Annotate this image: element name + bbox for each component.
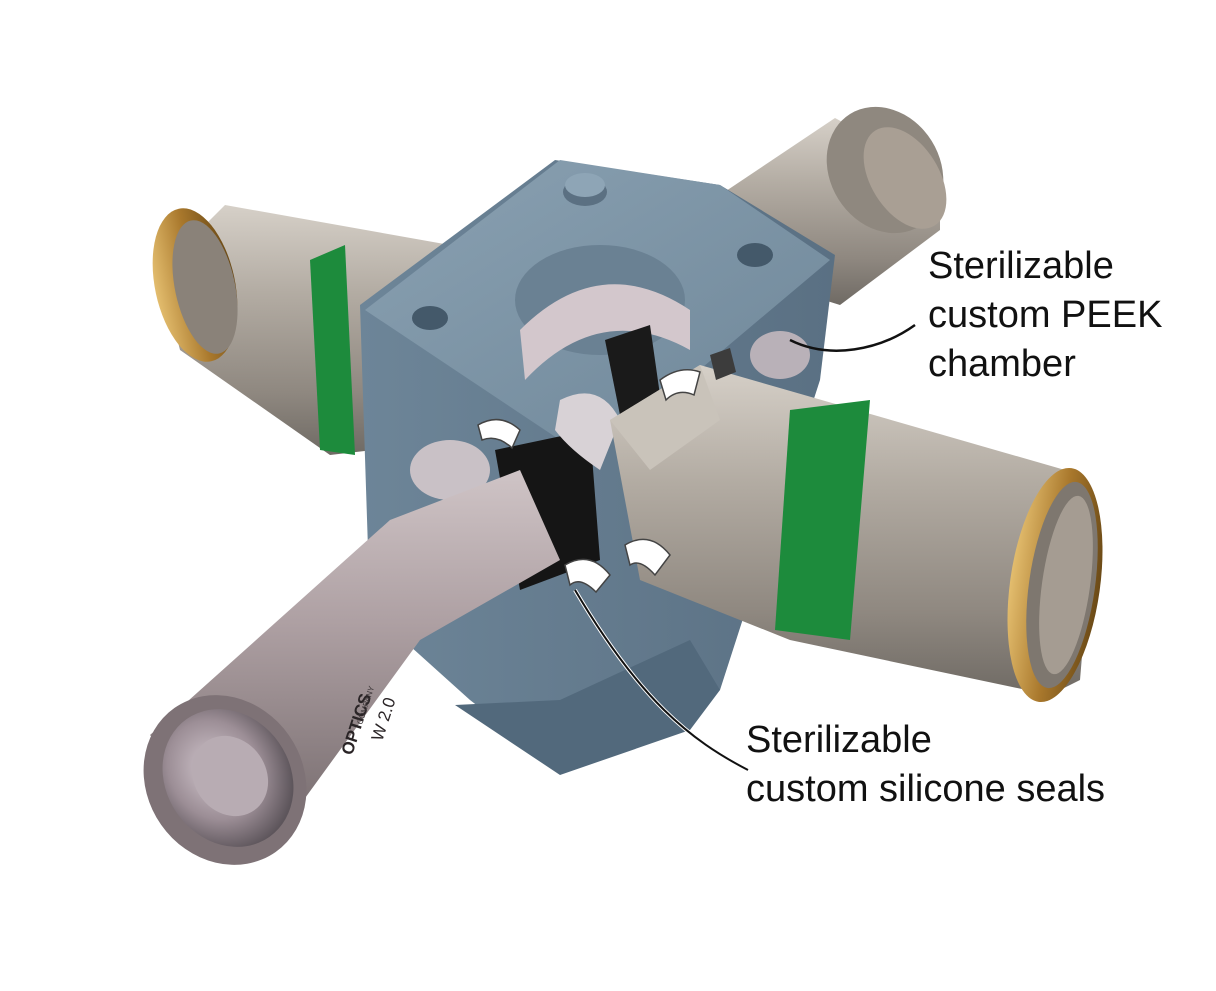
callout-peek-chamber: Sterilizable custom PEEK chamber [928, 242, 1162, 389]
silicone-seals [477, 348, 736, 594]
callout-chamber-line2: custom PEEK [928, 294, 1163, 336]
green-band-back-left [310, 245, 355, 455]
side-window-right [750, 331, 810, 379]
green-band-front-right [775, 400, 870, 640]
callout-chamber-line1: Sterilizable [928, 245, 1114, 287]
objective-front-right [610, 365, 1103, 703]
callout-chamber-line3: chamber [928, 343, 1076, 385]
side-window-left [410, 440, 490, 500]
objective-front-left: OPTICS W 2.0 COMPANY [143, 470, 560, 865]
peek-chamber [360, 160, 835, 775]
leader-line-chamber [789, 323, 916, 352]
silicone-seal-center [555, 393, 620, 470]
mount-hole-left [412, 306, 448, 330]
callout-seals-line1: Sterilizable [746, 719, 932, 761]
callout-seals-line2: custom silicone seals [746, 768, 1106, 810]
mount-hole-right [737, 243, 773, 267]
callout-silicone-seals: Sterilizable custom silicone seals [746, 716, 1105, 814]
